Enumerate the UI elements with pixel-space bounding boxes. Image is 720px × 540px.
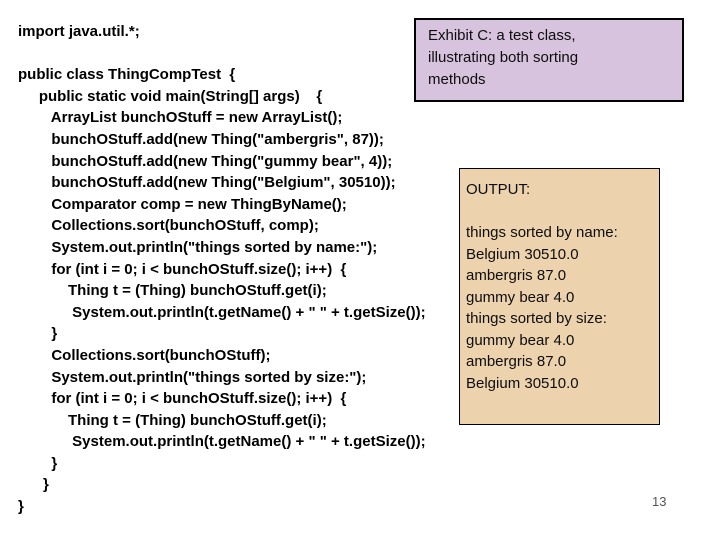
code-line: System.out.println(t.getName() + " " + t… [18,303,426,321]
page-number: 13 [652,494,667,509]
program-output-box: OUTPUT: things sorted by name: Belgium 30… [459,168,660,425]
code-line [18,43,426,65]
output-text-line: things sorted by name: [466,224,618,241]
code-line: bunchOStuff.add(new Thing("gummy bear", … [18,152,393,170]
code-line: Thing t = (Thing) bunchOStuff.get(i); [18,411,327,429]
code-line: } [18,454,58,472]
java-code-block: import java.util.*; public class ThingCo… [18,21,426,518]
code-line: bunchOStuff.add(new Thing("Belgium", 305… [18,174,396,192]
code-line: Collections.sort(bunchOStuff, comp); [18,217,319,235]
output-text-line: gummy bear 4.0 [466,288,575,306]
callout-text-line: illustrating both sorting [428,49,579,66]
output-text-line: ambergris 87.0 [466,353,567,370]
callout-text-line: methods [428,71,486,88]
output-text-line: Belgium 30510.0 [466,374,579,392]
output-text-line [466,201,655,223]
code-line: Collections.sort(bunchOStuff); [18,346,271,364]
code-line: System.out.println("things sorted by nam… [18,238,378,256]
code-line: for (int i = 0; i < bunchOStuff.size(); … [18,390,347,408]
exhibit-callout-box: Exhibit C: a test class, illustrating bot… [414,18,684,102]
code-line: public class ThingCompTest { [18,66,236,84]
code-line: bunchOStuff.add(new Thing("ambergris", 8… [18,130,384,148]
output-text-line: ambergris 87.0 [466,267,567,284]
code-line: public static void main(String[] args) { [18,87,323,105]
output-text-line: things sorted by size: [466,310,607,327]
code-line: } [18,325,58,343]
code-line: System.out.println("things sorted by siz… [18,368,367,386]
code-line: for (int i = 0; i < bunchOStuff.size(); … [18,260,347,278]
code-line: ArrayList bunchOStuff = new ArrayList(); [18,109,343,127]
output-text-line: OUTPUT: [466,181,531,198]
code-line: System.out.println(t.getName() + " " + t… [18,433,426,451]
code-line: Thing t = (Thing) bunchOStuff.get(i); [18,282,327,300]
code-line: import java.util.*; [18,23,140,40]
output-text-line: gummy bear 4.0 [466,331,575,349]
callout-text-line: Exhibit C: a test class, [428,27,576,44]
code-line: Comparator comp = new ThingByName(); [18,195,347,213]
code-line: } [18,476,49,494]
code-line: } [18,498,24,516]
output-text-line: Belgium 30510.0 [466,245,579,263]
